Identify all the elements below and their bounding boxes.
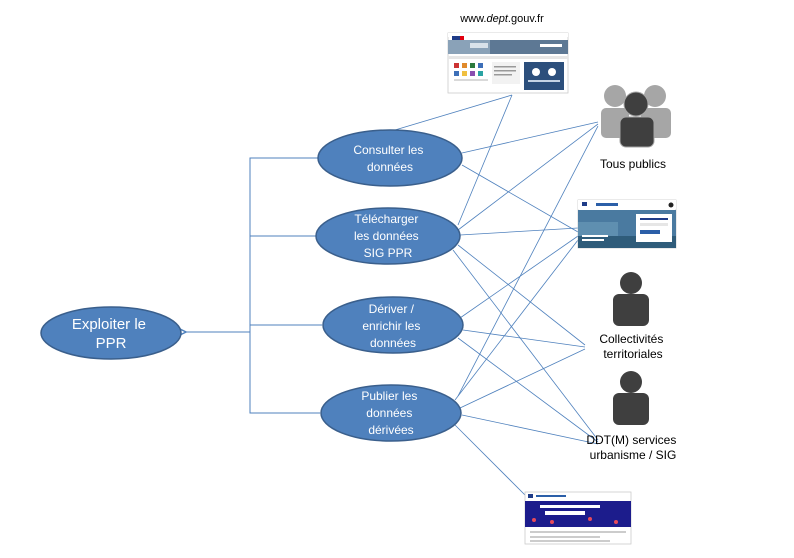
line-consulter-georisques: [461, 164, 579, 233]
line-deriver-ddtm: [457, 337, 599, 443]
connector-publier: [249, 332, 320, 414]
actor-ddtm-label: DDT(M) services urbanisme / SIG: [586, 433, 679, 462]
actor-tous-publics[interactable]: Tous publics: [600, 85, 671, 171]
main-usecase-exploiter[interactable]: Exploiter le PPR: [40, 306, 182, 360]
include-connectors: [186, 157, 322, 414]
usecase-publier[interactable]: Publier les données dérivées: [320, 384, 462, 442]
actor-collectivites-label: Collectivités territoriales: [599, 332, 666, 361]
dept-website-thumbnail[interactable]: [447, 32, 569, 94]
line-consulter-public: [461, 121, 599, 154]
line-publier-public: [457, 125, 599, 397]
actor-tous-publics-label: Tous publics: [600, 157, 666, 171]
line-telecharger-ddtm: [452, 249, 599, 441]
actor-collectivites[interactable]: Collectivités territoriales: [599, 272, 666, 361]
usecase-consulter-label: Consulter les données: [353, 143, 426, 174]
line-telecharger-public: [457, 123, 599, 231]
line-consulter-dept: [394, 94, 513, 131]
line-telecharger-collectivites: [457, 244, 586, 346]
person-icon: [613, 272, 649, 326]
group-people-icon: [601, 85, 671, 148]
main-usecase-label: Exploiter le PPR: [72, 316, 150, 352]
usecase-telecharger[interactable]: Télécharger les données SIG PPR: [315, 207, 461, 265]
dept-website-tiles: [454, 63, 488, 81]
usecase-publier-label: Publier les données dérivées: [361, 389, 420, 437]
actor-ddtm[interactable]: DDT(M) services urbanisme / SIG: [586, 371, 679, 462]
geoportail-urbanisme-website-thumbnail[interactable]: [524, 491, 632, 545]
connector-consulter: [249, 157, 318, 332]
line-deriver-collectivites: [462, 329, 586, 348]
usecase-deriver[interactable]: Dériver / enrichir les données: [322, 296, 464, 354]
line-publier-geoportail: [454, 424, 529, 499]
georisques-website-thumbnail[interactable]: [577, 199, 677, 249]
line-publier-georisques: [454, 239, 579, 401]
association-lines: [394, 94, 599, 499]
line-publier-ddtm: [461, 414, 599, 445]
person-icon: [613, 371, 649, 425]
line-telecharger-dept: [457, 94, 513, 226]
line-telecharger-georisques: [459, 227, 579, 236]
dept-website-url: www.dept.gouv.fr: [459, 13, 544, 25]
usecase-deriver-label: Dériver / enrichir les données: [362, 302, 423, 350]
usecase-consulter[interactable]: Consulter les données: [317, 129, 463, 187]
line-deriver-georisques: [459, 235, 579, 319]
usecase-telecharger-label: Télécharger les données SIG PPR: [354, 212, 422, 260]
line-publier-collectivites: [459, 348, 586, 409]
